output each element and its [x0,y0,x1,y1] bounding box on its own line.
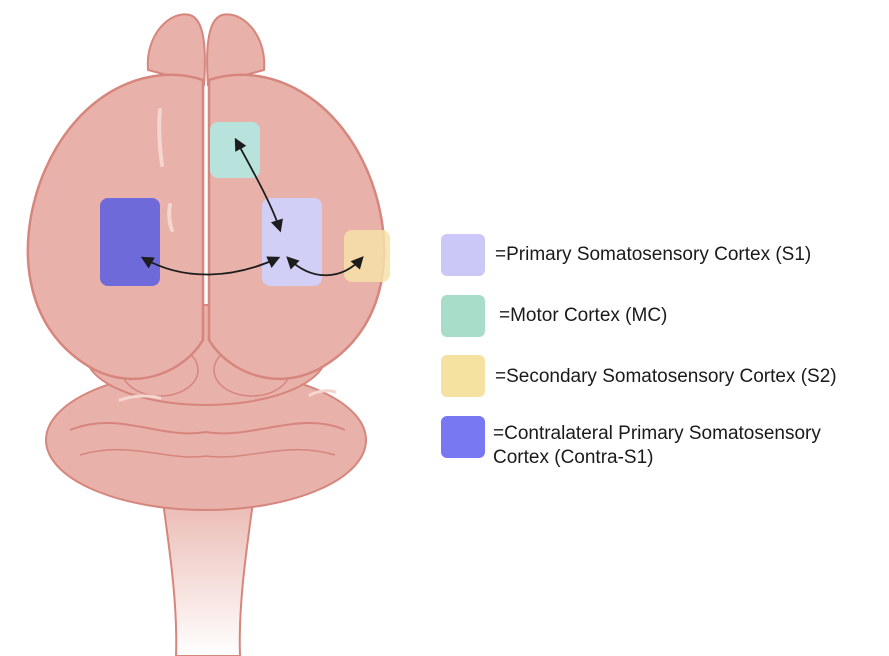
legend-label-s2: =Secondary Somatosensory Cortex (S2) [495,365,837,389]
legend-swatch-contra-s1 [441,416,485,458]
legend-item-s1: =Primary Somatosensory Cortex (S1) [441,234,811,276]
legend-swatch-s2 [441,355,485,397]
legend-swatch-s1 [441,234,485,276]
legend-item-contra-s1: =Contralateral Primary Somatosensory Cor… [441,416,821,470]
legend-label-s1: =Primary Somatosensory Cortex (S1) [495,243,811,267]
legend-item-s2: =Secondary Somatosensory Cortex (S2) [441,355,837,397]
s2-region [344,230,390,282]
legend-item-mc: =Motor Cortex (MC) [441,295,667,337]
legend-label-mc: =Motor Cortex (MC) [499,304,667,328]
legend-swatch-mc [441,295,485,337]
legend-label-contra-s1: =Contralateral Primary Somatosensory Cor… [493,422,821,470]
contra-s1-region [100,198,160,286]
